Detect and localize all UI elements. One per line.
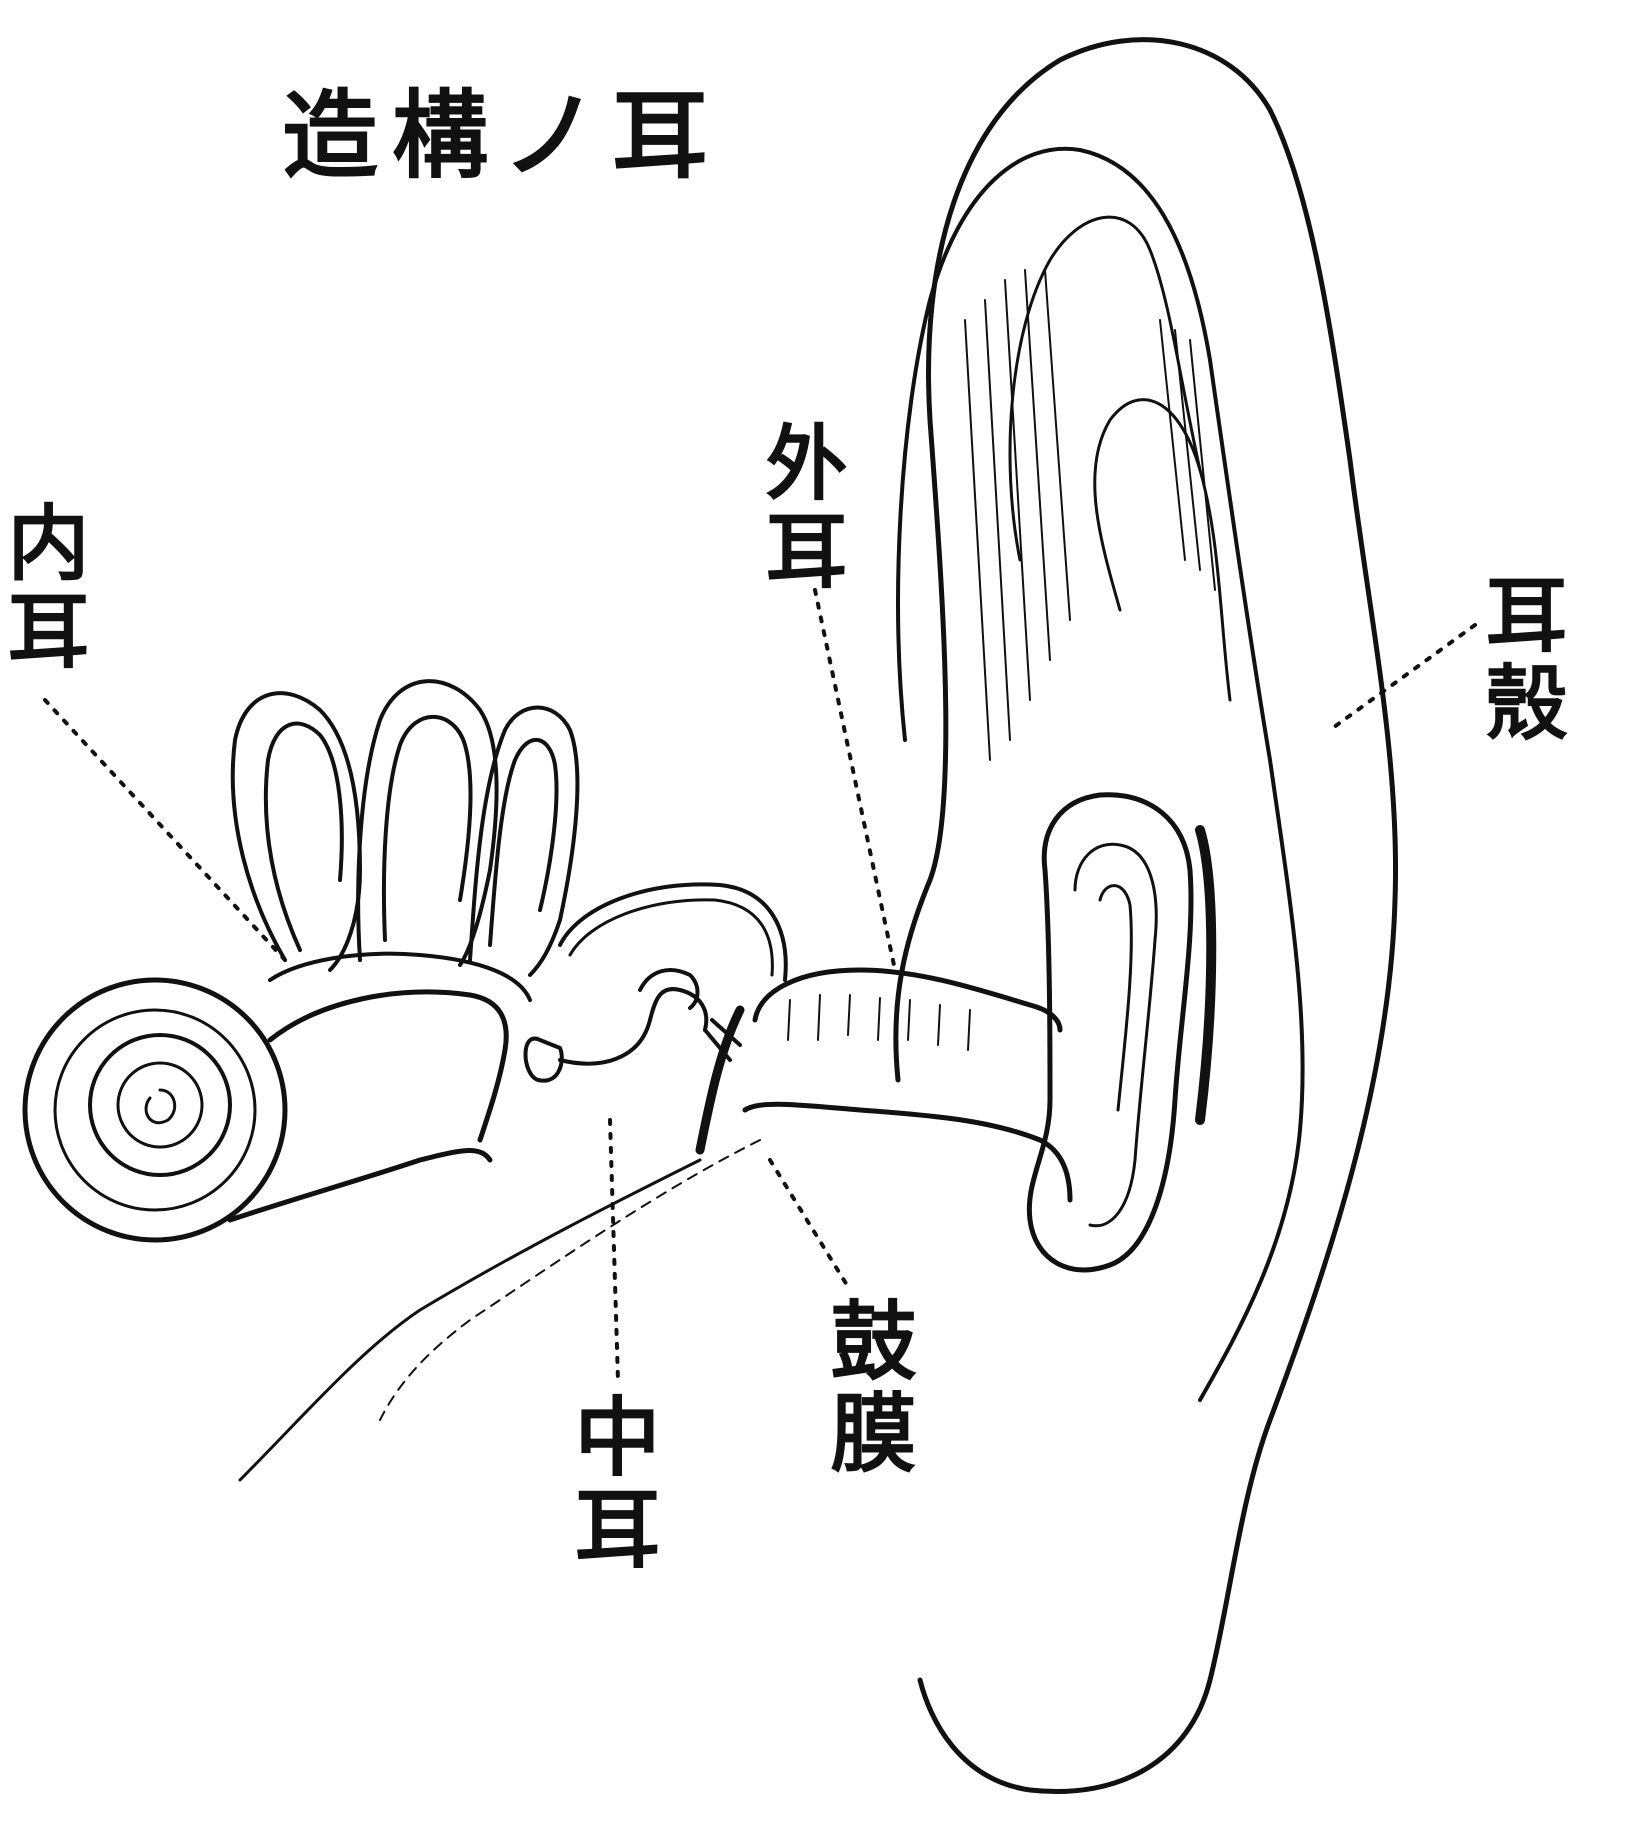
semicircular-canals-drawing — [233, 681, 578, 1000]
auricle-leader — [1330, 625, 1475, 730]
ossicles-drawing — [526, 884, 786, 1080]
middle-ear-leader — [610, 1120, 618, 1380]
auricle-drawing — [896, 40, 1396, 1792]
eardrum-leader — [770, 1160, 850, 1290]
label-inner-ear: 内耳 — [0, 500, 82, 676]
outer-ear-leader — [815, 590, 895, 970]
label-outer-ear: 外耳 — [758, 420, 840, 596]
inner-ear-leader — [45, 700, 285, 960]
label-auricle: 耳殼 — [1478, 572, 1560, 748]
cochlea-drawing — [25, 980, 506, 1240]
label-middle-ear: 中耳 — [566, 1392, 652, 1576]
label-eardrum: 鼓膜 — [822, 1296, 908, 1480]
diagram-title: 造構ノ耳 — [282, 88, 722, 184]
